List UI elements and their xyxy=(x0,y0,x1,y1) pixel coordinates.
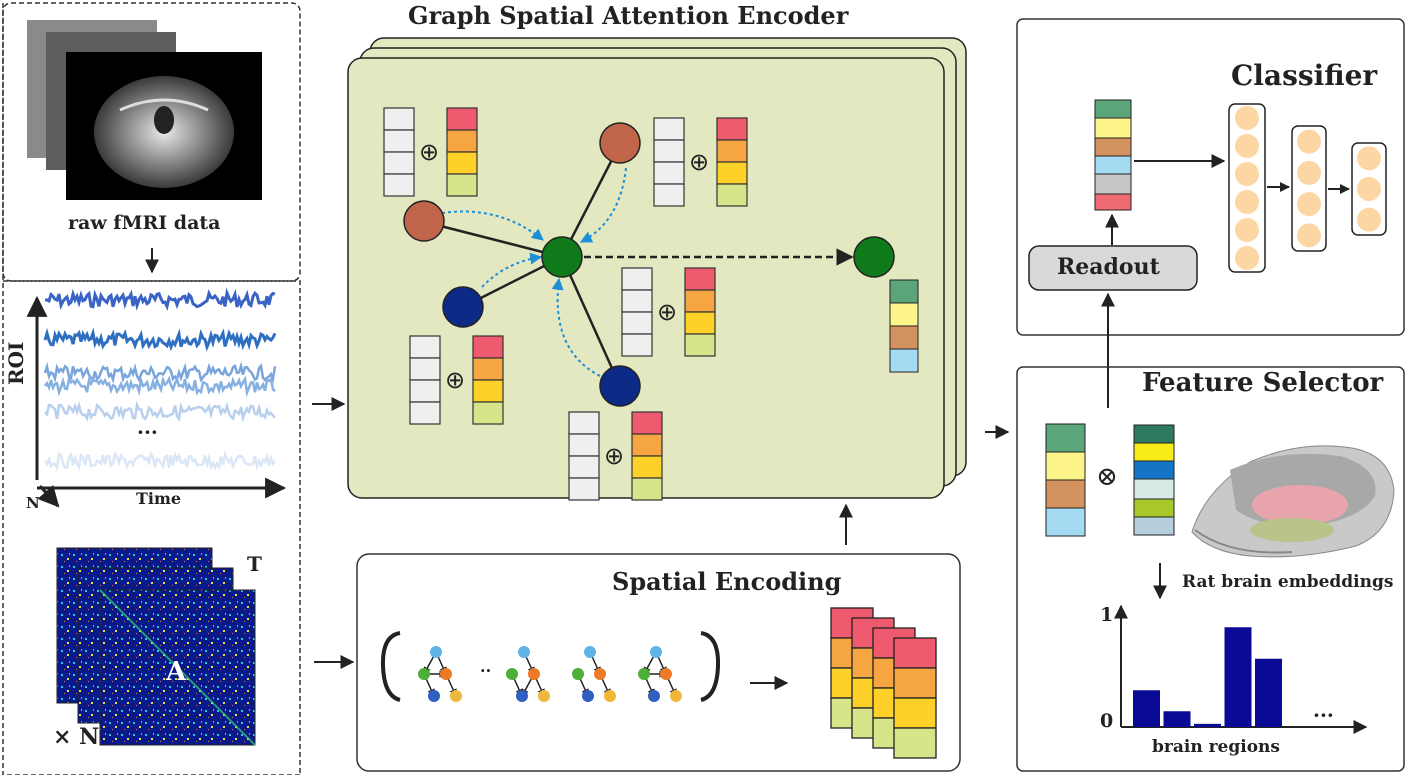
time-axis-label: Time xyxy=(136,489,182,508)
oplus-symbol: ⊕ xyxy=(604,442,624,470)
output-embedding xyxy=(889,279,919,373)
readout-embedding xyxy=(1094,99,1132,211)
node-green-center xyxy=(541,236,583,278)
node-blue-left xyxy=(442,286,484,328)
bar-ymin-label: 0 xyxy=(1100,710,1114,732)
classifier-title: Classifier xyxy=(1231,59,1378,92)
attention-arrow-4 xyxy=(551,277,601,377)
graph-nodes xyxy=(403,122,895,407)
edge-left-top xyxy=(424,220,563,259)
feature-group-1: ⊕ xyxy=(383,107,478,197)
raw-fmri-label: raw fMRI data xyxy=(68,212,221,234)
bar-ellipsis: ··· xyxy=(1313,703,1334,727)
n-axis-line xyxy=(37,484,60,508)
region-bar-4 xyxy=(1224,627,1252,727)
otimes-symbol: ⊗ xyxy=(1096,462,1118,492)
paths-ellipsis: ·· xyxy=(480,661,491,680)
signals-ellipsis: ··· xyxy=(137,420,158,444)
readout-button xyxy=(1028,245,1198,291)
attention-arrow-3 xyxy=(481,252,543,288)
path-graph-4 xyxy=(638,646,682,702)
node-green-output xyxy=(853,236,895,278)
feature-group-4: ⊕ xyxy=(409,335,504,425)
attention-arrow-1 xyxy=(441,210,544,241)
roi-signal-2 xyxy=(43,327,277,352)
encoding-vector-4 xyxy=(893,637,937,759)
brain-regions-label: brain regions xyxy=(1152,737,1280,757)
oplus-symbol: ⊕ xyxy=(445,366,465,394)
path-graph-3 xyxy=(572,646,616,702)
region-bar-2 xyxy=(1163,711,1191,727)
region-bar-chart xyxy=(1114,604,1368,734)
roi-axis-label: ROI xyxy=(4,341,28,385)
attention-arrow-2 xyxy=(579,167,627,243)
path-graph-1 xyxy=(418,646,462,702)
roi-signal-1 xyxy=(44,287,276,312)
roi-signal-6 xyxy=(43,450,276,472)
mask-vector xyxy=(1133,424,1175,536)
oplus-symbol: ⊕ xyxy=(657,298,677,326)
mlp-layers xyxy=(1228,103,1387,273)
encoder-title: Graph Spatial Attention Encoder xyxy=(408,1,849,30)
n-axis-label: N xyxy=(26,494,40,512)
spatial-encoding-box xyxy=(356,553,961,772)
raw-fmri-box xyxy=(2,2,301,282)
region-bar-5 xyxy=(1255,658,1282,727)
roi-signal-3 xyxy=(43,361,277,384)
feature-selector-box xyxy=(1016,366,1405,772)
spatial-encoding-title: Spatial Encoding xyxy=(612,567,842,596)
attention-arrows xyxy=(441,167,627,377)
node-blue-right xyxy=(599,365,641,407)
mlp-layer-3 xyxy=(1351,142,1387,236)
readout-label: Readout xyxy=(1057,254,1160,280)
roi-signals xyxy=(43,287,277,472)
feature-group-2: ⊕ xyxy=(653,117,748,207)
classifier-box xyxy=(1016,18,1405,336)
matrix-a-label: A xyxy=(166,657,187,687)
region-bar-3 xyxy=(1194,723,1221,727)
region-bar-1 xyxy=(1133,690,1160,727)
roi-signal-5 xyxy=(44,400,276,423)
roi-signal-4 xyxy=(43,375,276,398)
mlp-layer-2 xyxy=(1291,125,1327,252)
roi-timeseries-box xyxy=(2,3,301,775)
oplus-symbol: ⊕ xyxy=(419,138,439,166)
path-graph-2 xyxy=(506,646,550,702)
rat-brain-image xyxy=(1191,445,1395,558)
feature-selector-title: Feature Selector xyxy=(1142,368,1384,398)
path-graphs: ·· xyxy=(380,631,721,702)
oplus-symbol: ⊕ xyxy=(689,148,709,176)
feature-group-3: ⊕ xyxy=(621,267,716,357)
embedding-vector xyxy=(1045,423,1086,537)
rat-brain-label: Rat brain embeddings xyxy=(1182,572,1394,592)
spatial-encoding-stack xyxy=(830,607,937,759)
node-brown-left xyxy=(403,200,445,242)
mlp-layer-1 xyxy=(1228,103,1266,273)
node-feature-groups: ⊕ ⊕ ⊕ ⊕ ⊕ xyxy=(383,107,748,501)
adjacency-matrix-stack xyxy=(56,547,256,746)
matrix-n-label: × N xyxy=(53,724,100,750)
bar-ymax-label: 1 xyxy=(1100,604,1114,626)
edge-right-top xyxy=(560,143,622,258)
edge-right-bottom xyxy=(560,256,622,387)
feature-group-5: ⊕ xyxy=(568,411,663,501)
matrix-t-label: T xyxy=(247,552,262,576)
node-brown-right xyxy=(599,122,641,164)
